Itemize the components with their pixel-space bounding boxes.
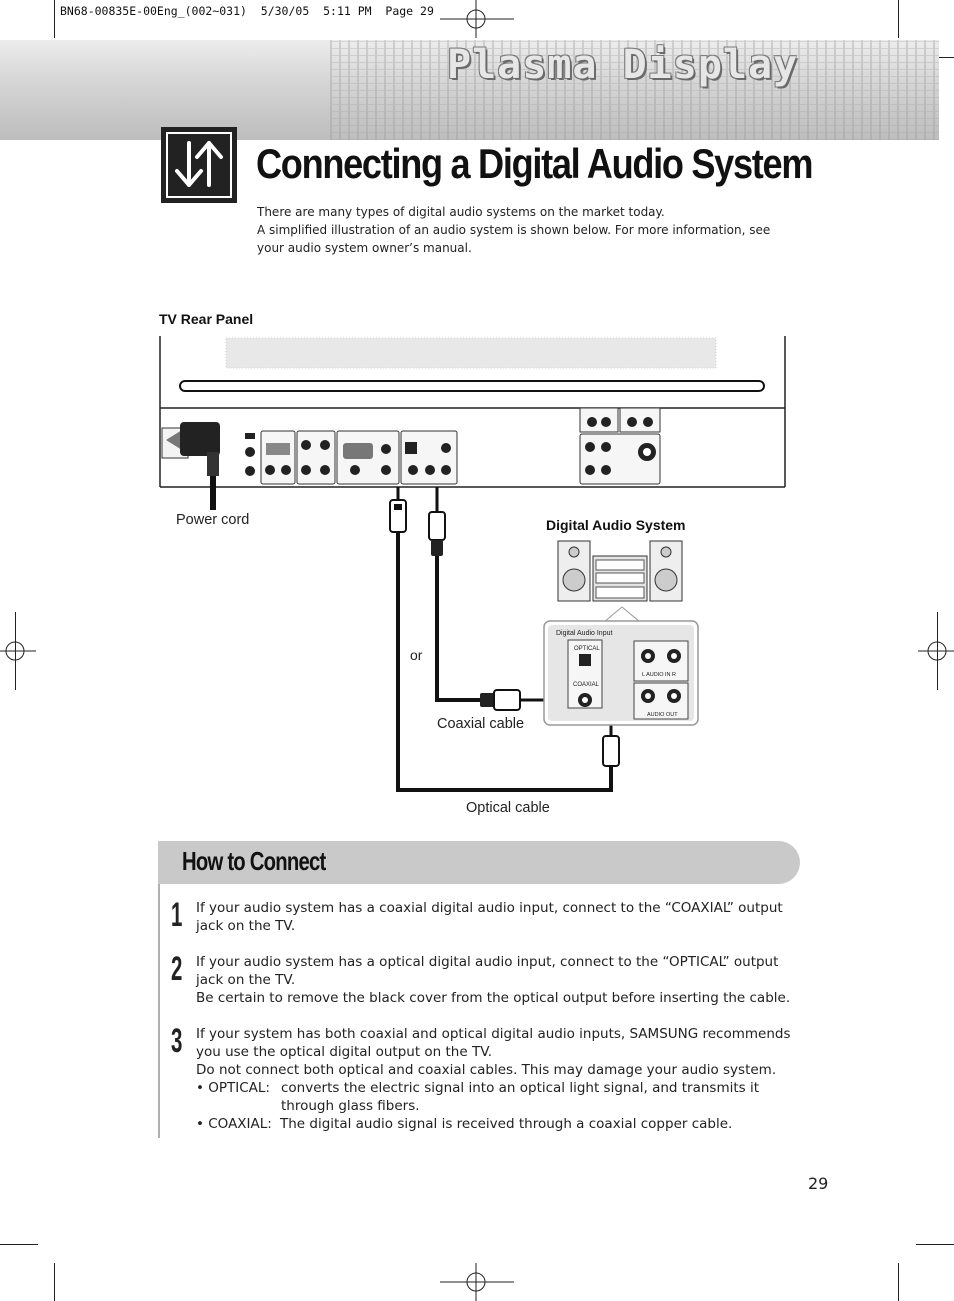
how-to-connect-title: How to Connect [182,846,326,876]
header-banner [0,40,939,140]
step-2-line-2: Be certain to remove the black cover fro… [196,990,791,1006]
step-1-text: If your audio system has a coaxial digit… [196,899,796,935]
digital-audio-system-label: Digital Audio System [546,517,686,533]
optical-plug-tv [389,487,407,533]
audio-input-panel: Digital Audio Input OPTICAL COAXIAL L AU… [543,620,699,726]
or-label: or [410,647,423,663]
coaxial-jack-label: COAXIAL [573,682,600,688]
optical-cable-label: Optical cable [466,800,550,816]
step-3-text: If your system has both coaxial and opti… [196,1025,796,1133]
step-number-3: 3 [171,1022,183,1060]
banner-title: Plasma Display [447,42,799,88]
page-number: 29 [808,1174,829,1193]
coaxial-cable-label: Coaxial cable [437,716,525,732]
intro-text: There are many types of digital audio sy… [257,203,787,257]
step-1-line-1: If your audio system has a coaxial digit… [196,900,783,934]
step-3-line-1: If your system has both coaxial and opti… [196,1026,791,1060]
audio-system-illustration [557,540,683,623]
step-2-text: If your audio system has a optical digit… [196,953,796,1007]
how-to-connect-header [158,841,800,884]
bullet-coaxial-text: The digital audio signal is received thr… [280,1116,733,1132]
coaxial-plug-tv [428,487,446,556]
audio-out-label: AUDIO OUT [647,712,678,718]
tv-rear-panel-label: TV Rear Panel [159,311,254,327]
print-slug: BN68-00835E-00Eng_(002~031) 5/30/05 5:11… [60,4,434,18]
step-number-2: 2 [171,950,183,988]
tv-rear-panel [159,336,786,488]
step-3-line-2: Do not connect both optical and coaxial … [196,1062,777,1078]
bullet-coaxial: • COAXIAL: The digital audio signal is r… [196,1115,796,1133]
connection-arrows-icon [161,127,237,203]
intro-line-1: There are many types of digital audio sy… [257,205,665,219]
bullet-coaxial-term: • COAXIAL: [196,1116,272,1132]
power-cord [166,422,220,510]
how-to-connect-rule [158,884,160,1138]
optical-jack-label: OPTICAL [574,646,600,652]
step-number-1: 1 [171,896,183,934]
intro-line-2: A simplified illustration of an audio sy… [257,223,771,255]
page-title: Connecting a Digital Audio System [256,140,813,187]
cables [396,532,613,792]
audio-in-label: L AUDIO IN R [642,672,676,678]
bullet-optical: • OPTICAL: converts the electric signal … [196,1079,796,1115]
digital-audio-input-label: Digital Audio Input [556,630,612,637]
bullet-optical-text: converts the electric signal into an opt… [281,1080,760,1114]
step-2-line-1: If your audio system has a optical digit… [196,954,779,988]
power-cord-label: Power cord [176,512,250,528]
bullet-optical-term: • OPTICAL: [196,1080,270,1096]
